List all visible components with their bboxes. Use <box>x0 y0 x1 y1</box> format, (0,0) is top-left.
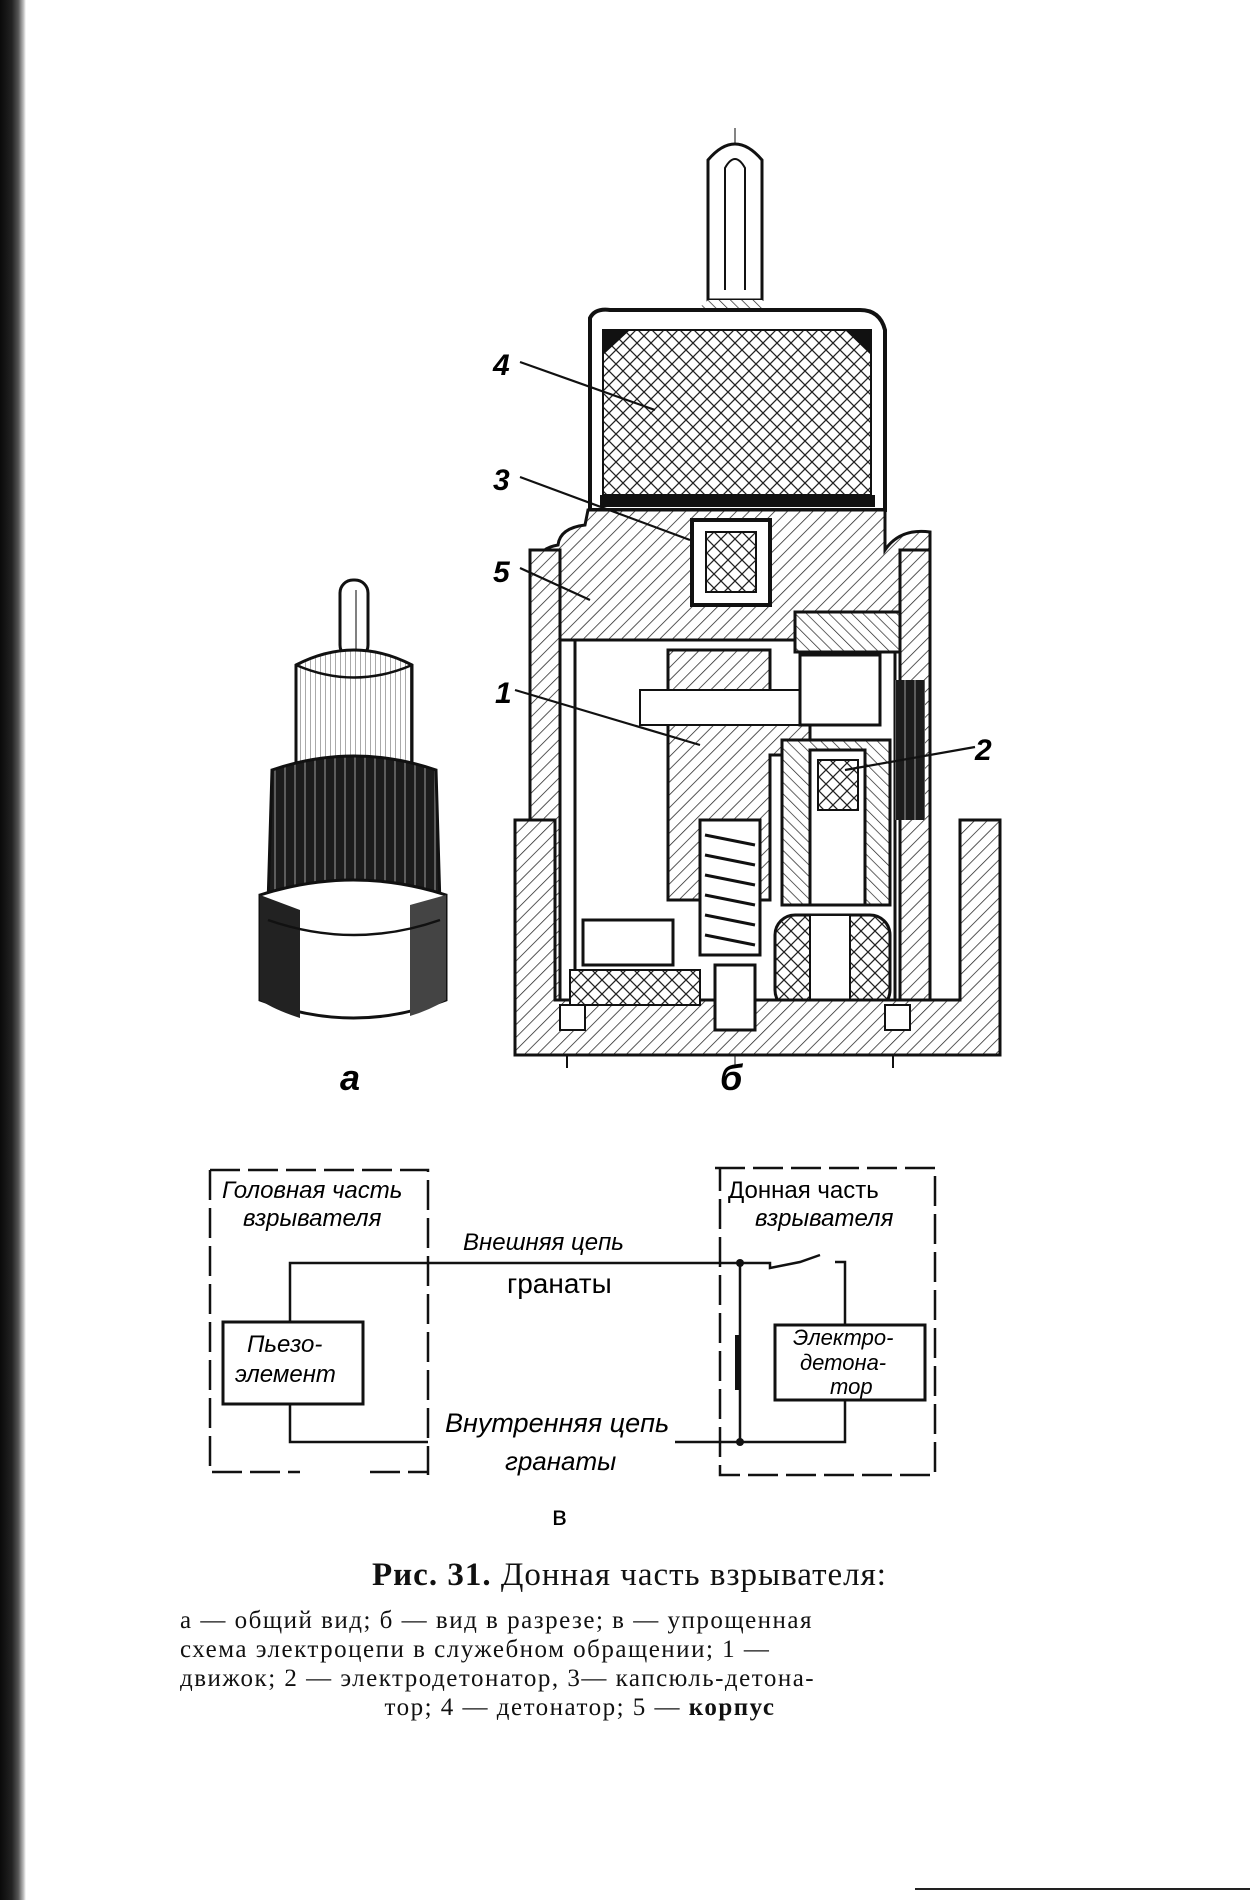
electro-detonator-label-3: тор <box>830 1374 873 1399</box>
callout-5: 5 <box>493 556 511 589</box>
subfig-b-label: б <box>720 1057 744 1098</box>
piezo-element-label: Пьезо- <box>247 1331 322 1358</box>
piezo-element-label-2: элемент <box>235 1361 336 1388</box>
callout-4: 4 <box>492 349 510 382</box>
caption-line-3: движок; 2 — электродетонатор, 3— капсюль… <box>180 1665 816 1692</box>
electro-detonator-label: Электро- <box>793 1325 893 1350</box>
circuit-schematic <box>208 1166 937 1477</box>
figure-caption-title: Рис. 31. Донная часть взрывателя: <box>0 1557 1259 1594</box>
outer-circuit-label-2: гранаты <box>507 1268 612 1299</box>
sectional-view-drawing <box>513 128 1002 1068</box>
head-part-title-2: взрывателя <box>243 1205 382 1232</box>
figure-title: Донная часть взрывателя: <box>500 1557 887 1593</box>
inner-circuit-label-2: гранаты <box>505 1446 616 1476</box>
junction-dot <box>736 1259 744 1267</box>
electro-detonator-label-2: детона- <box>800 1350 886 1375</box>
bottom-part-title: Донная часть <box>728 1177 879 1204</box>
callout-1: 1 <box>495 677 512 710</box>
caption-line-4-bold: корпус <box>688 1694 776 1721</box>
inner-circuit-label: Внутренняя цепь <box>445 1408 669 1438</box>
caption-line-2: схема электроцепи в служебном обращении;… <box>180 1636 771 1663</box>
junction-dot <box>736 1438 744 1446</box>
head-part-title: Головная часть <box>222 1177 402 1204</box>
bottom-part-title-2: взрывателя <box>755 1205 894 1232</box>
caption-line-4: тор; 4 — детонатор; 5 — корпус <box>180 1693 980 1722</box>
book-spine-shadow <box>0 0 26 1900</box>
caption-line-4-text: тор; 4 — детонатор; 5 — <box>384 1694 689 1721</box>
figure-number: Рис. 31. <box>372 1557 492 1593</box>
caption-line-1: а — общий вид; б — вид в разрезе; в — уп… <box>180 1607 814 1634</box>
callout-3: 3 <box>493 464 510 497</box>
general-view-drawing <box>258 578 448 1020</box>
outer-circuit-label: Внешняя цепь <box>463 1229 624 1256</box>
figure-caption-body: а — общий вид; б — вид в разрезе; в — уп… <box>180 1606 980 1722</box>
callout-2: 2 <box>974 734 992 767</box>
subfig-v-label: в <box>552 1500 567 1531</box>
page-rule <box>915 1888 1250 1890</box>
subfig-a-label: а <box>340 1057 360 1098</box>
